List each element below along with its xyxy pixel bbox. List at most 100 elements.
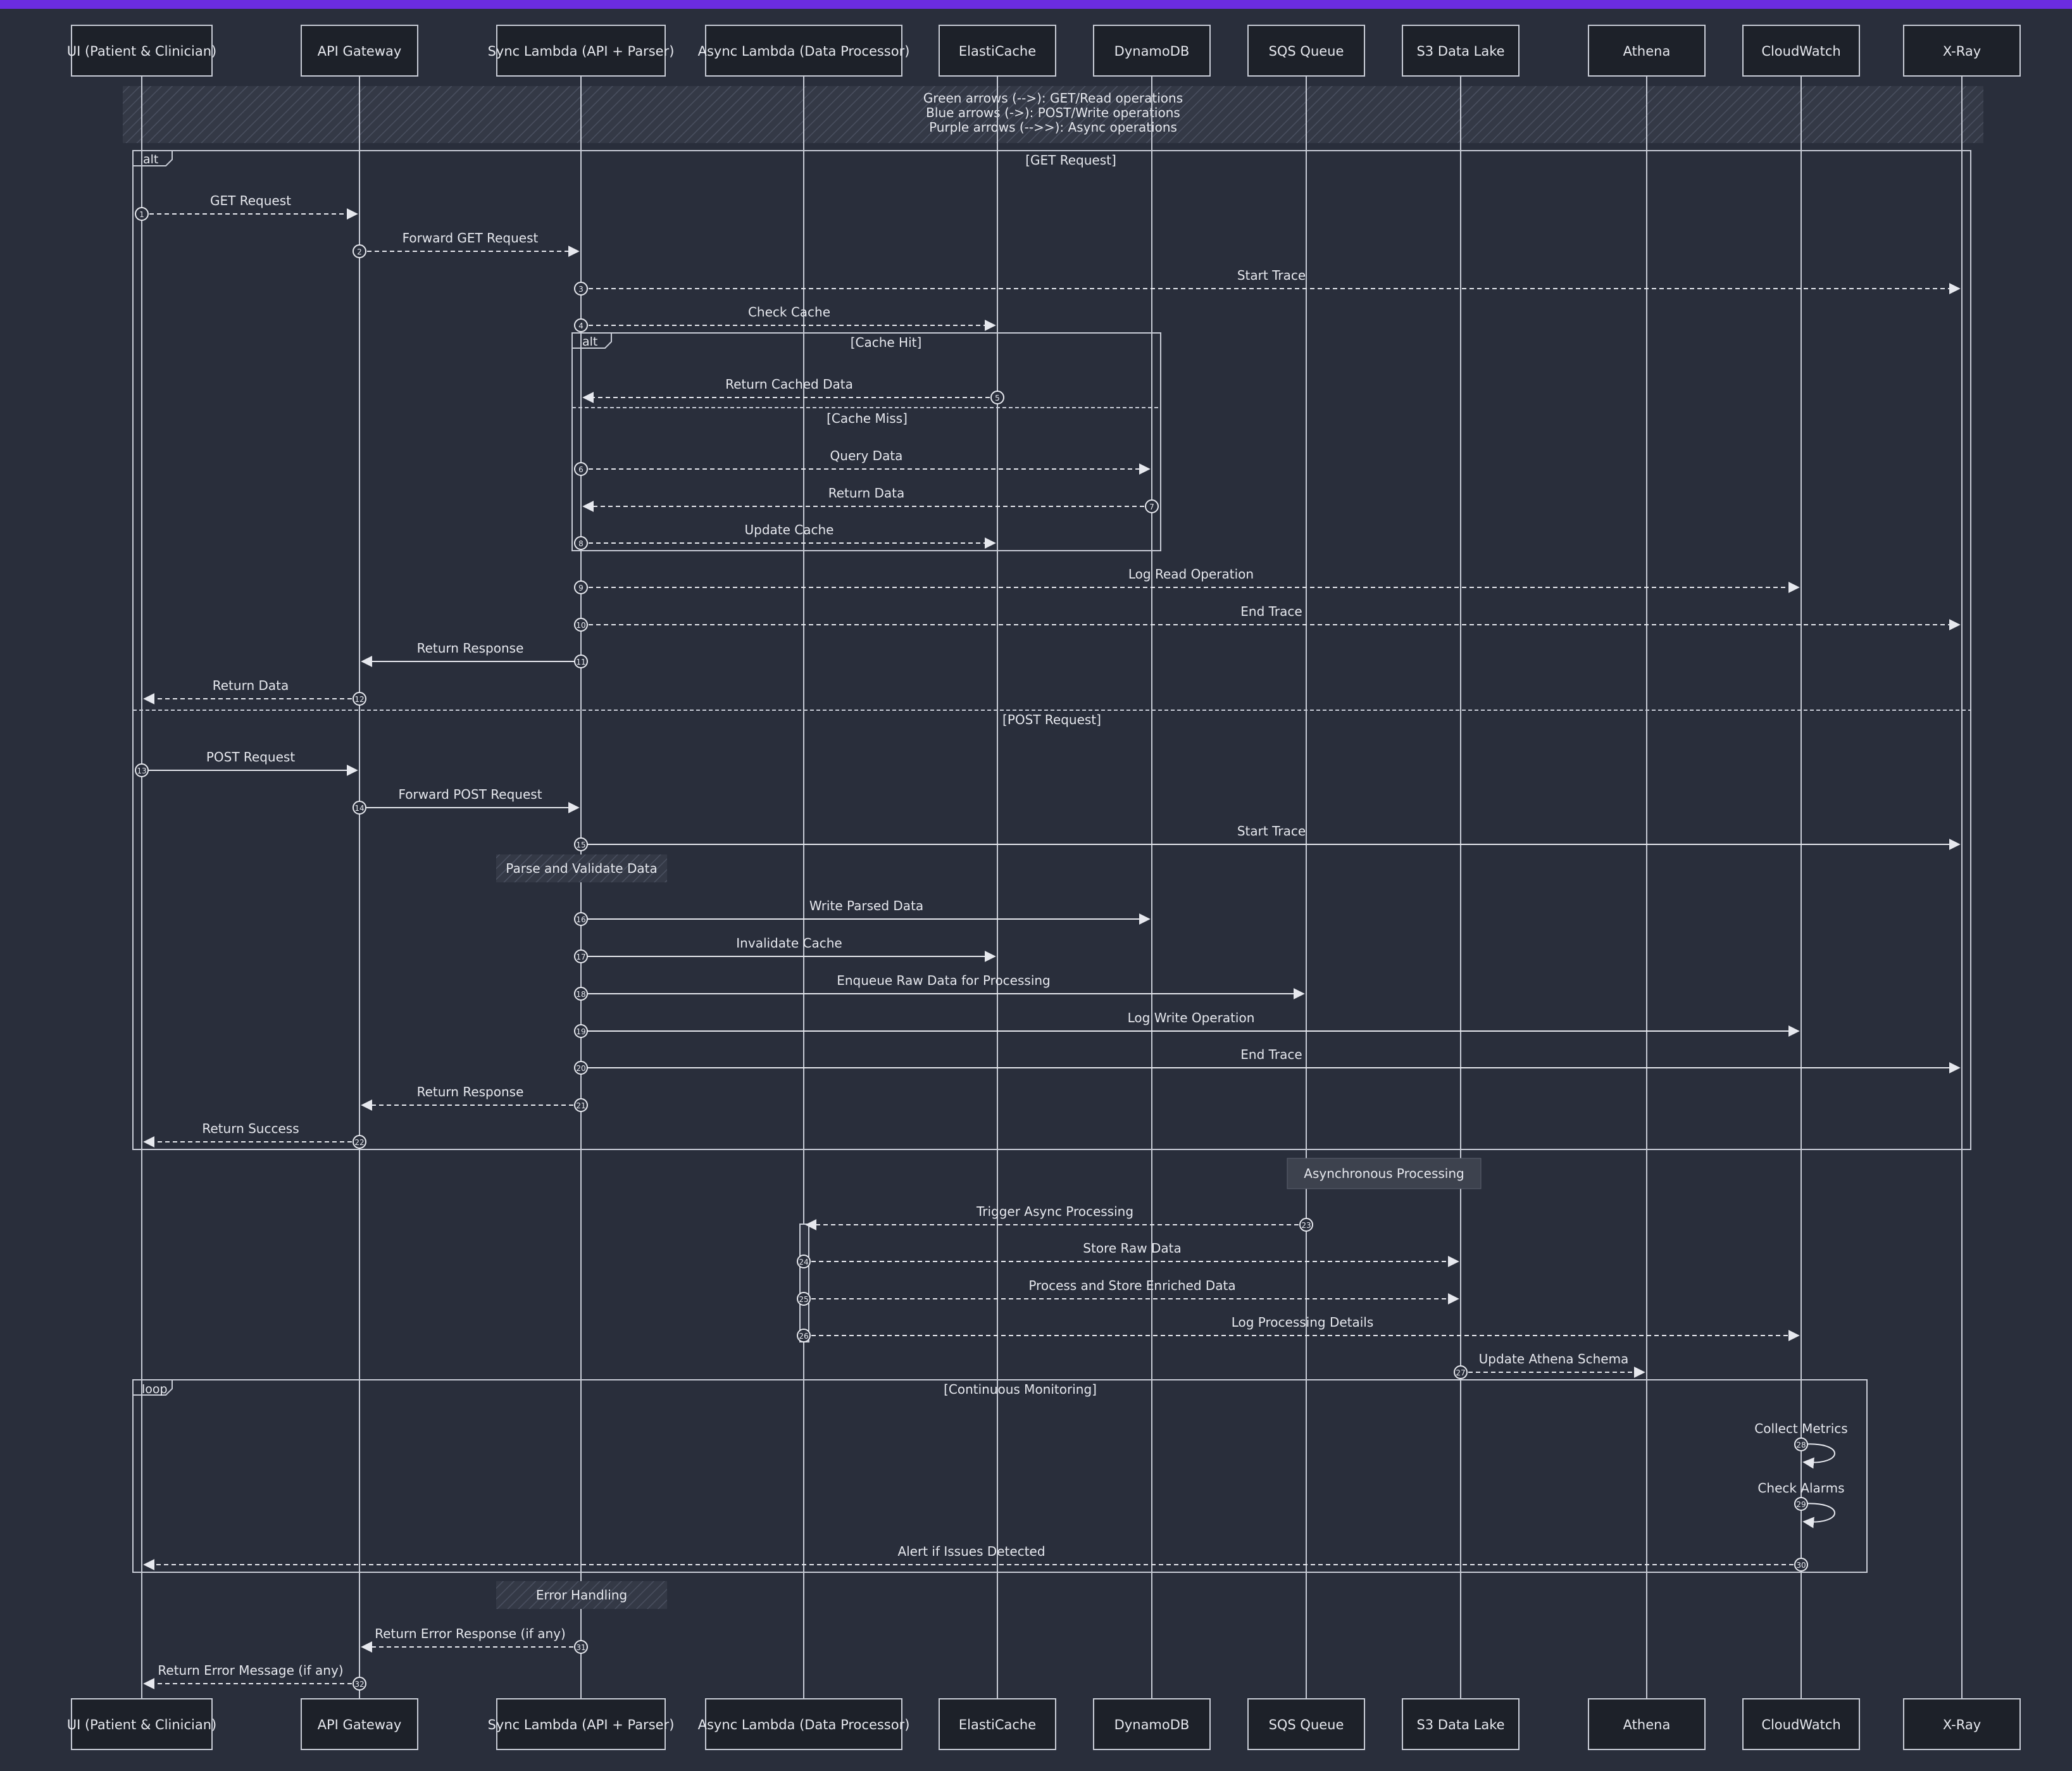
message-14-label: Forward POST Request [398, 787, 542, 802]
cache-alt-frame-tag: alt [582, 335, 597, 349]
actor-label-cache: ElastiCache [959, 1717, 1036, 1732]
message-9-label: Log Read Operation [1128, 566, 1254, 582]
message-18-number: 18 [576, 990, 585, 999]
message-16-number: 16 [576, 915, 585, 924]
message-8-number-badge: 8 [574, 536, 588, 550]
message-15: Start Trace 15 [574, 823, 1961, 851]
actor-label-async: Async Lambda (Data Processor) [698, 44, 910, 59]
condition-get-request: [GET Request] [1025, 153, 1116, 168]
actor-label-sync: Sync Lambda (API + Parser) [488, 44, 675, 59]
actor-label-api: API Gateway [318, 1717, 402, 1732]
message-5-label: Return Cached Data [725, 377, 853, 392]
message-27-label: Update Athena Schema [1479, 1351, 1629, 1367]
actor-box-xray-bottom: X-Ray [1903, 1698, 2021, 1750]
actor-label-ddb: DynamoDB [1114, 1717, 1190, 1732]
loop-frame-tag: loop [142, 1382, 168, 1396]
message-31: Return Error Response (if any) 31 [361, 1626, 588, 1654]
legend-note: Green arrows (-->): GET/Read operations … [123, 86, 1983, 143]
actor-label-ui: UI (Patient & Clinician) [67, 1717, 217, 1732]
message-4-label: Check Cache [748, 304, 830, 320]
message-24-number-badge: 24 [797, 1255, 811, 1268]
message-28-arrow [1801, 1443, 1835, 1469]
top-accent-bar [0, 0, 2072, 9]
message-23-number: 23 [1301, 1221, 1311, 1230]
message-14: Forward POST Request 14 [353, 787, 580, 815]
message-9: Log Read Operation 9 [574, 566, 1800, 594]
message-22-label: Return Success [202, 1121, 299, 1136]
message-7-number: 7 [1149, 503, 1154, 511]
message-29-number-badge: 29 [1794, 1497, 1808, 1511]
actor-label-cw: CloudWatch [1761, 1717, 1840, 1732]
actor-label-xray: X-Ray [1943, 1717, 1981, 1732]
message-5-number-badge: 5 [990, 391, 1004, 404]
message-12: Return Data 12 [143, 678, 366, 706]
actor-box-api-bottom: API Gateway [301, 1698, 418, 1750]
message-15-label: Start Trace [1237, 823, 1306, 839]
message-31-number: 31 [576, 1643, 585, 1652]
message-11-number: 11 [576, 658, 585, 666]
message-30-number-badge: 30 [1794, 1558, 1808, 1572]
actor-box-ddb-top: DynamoDB [1093, 25, 1211, 77]
message-31-label: Return Error Response (if any) [375, 1626, 566, 1641]
message-32-label: Return Error Message (if any) [158, 1663, 343, 1678]
alt-frame-request-type: alt [GET Request] [POST Request] [132, 150, 1971, 1150]
message-1-number: 1 [139, 210, 144, 219]
message-12-number: 12 [354, 695, 364, 704]
actor-label-athena: Athena [1623, 1717, 1671, 1732]
actor-box-athena-top: Athena [1588, 25, 1706, 77]
message-10-number: 10 [576, 621, 585, 630]
actor-label-async: Async Lambda (Data Processor) [698, 1717, 910, 1732]
actor-label-sync: Sync Lambda (API + Parser) [488, 1717, 675, 1732]
condition-post-request: [POST Request] [1002, 712, 1101, 727]
actor-label-cw: CloudWatch [1761, 44, 1840, 59]
alt-frame-cache: alt [Cache Hit] [Cache Miss] [571, 332, 1161, 551]
message-6-number: 6 [578, 465, 584, 474]
note-parse-validate: Parse and Validate Data [496, 854, 667, 882]
message-29-arrow [1801, 1503, 1835, 1529]
message-25-label: Process and Store Enriched Data [1028, 1278, 1235, 1293]
message-30-label: Alert if Issues Detected [897, 1544, 1045, 1559]
message-16-label: Write Parsed Data [809, 898, 923, 913]
message-14-number-badge: 14 [353, 801, 366, 815]
actor-label-ui: UI (Patient & Clinician) [67, 44, 217, 59]
actor-label-cache: ElastiCache [959, 44, 1036, 59]
note-parse-validate-text: Parse and Validate Data [506, 861, 657, 876]
message-2-number-badge: 2 [353, 244, 366, 258]
actor-label-api: API Gateway [318, 44, 402, 59]
actor-box-sync-bottom: Sync Lambda (API + Parser) [488, 1698, 675, 1750]
message-15-number-badge: 15 [574, 837, 588, 851]
message-1-label: GET Request [210, 193, 291, 208]
message-15-number: 15 [576, 841, 585, 849]
message-12-label: Return Data [213, 678, 289, 693]
message-11: Return Response 11 [361, 641, 588, 668]
message-9-number-badge: 9 [574, 580, 588, 594]
message-30: Alert if Issues Detected 30 [143, 1544, 1808, 1572]
message-21-number-badge: 21 [574, 1098, 588, 1112]
message-24-number: 24 [799, 1258, 808, 1267]
actor-box-athena-bottom: Athena [1588, 1698, 1706, 1750]
message-16: Write Parsed Data 16 [574, 898, 1151, 926]
message-2-number: 2 [357, 247, 362, 256]
actor-label-s3: S3 Data Lake [1416, 1717, 1504, 1732]
message-3-number: 3 [578, 285, 584, 294]
message-22-number-badge: 22 [353, 1135, 366, 1149]
loop-frame-monitoring: loop [Continuous Monitoring] [132, 1379, 1868, 1573]
actor-box-async-bottom: Async Lambda (Data Processor) [698, 1698, 910, 1750]
message-3-number-badge: 3 [574, 282, 588, 296]
message-2-label: Forward GET Request [403, 230, 539, 246]
message-18-number-badge: 18 [574, 987, 588, 1001]
message-5: Return Cached Data 5 [582, 377, 1004, 404]
message-23-label: Trigger Async Processing [976, 1204, 1133, 1219]
message-32: Return Error Message (if any)32 [143, 1663, 366, 1691]
message-11-label: Return Response [417, 641, 524, 656]
legend-line-blue: Blue arrows (->): POST/Write operations [926, 105, 1180, 120]
message-14-number: 14 [354, 804, 364, 813]
message-1: GET Request 1 [135, 193, 358, 221]
